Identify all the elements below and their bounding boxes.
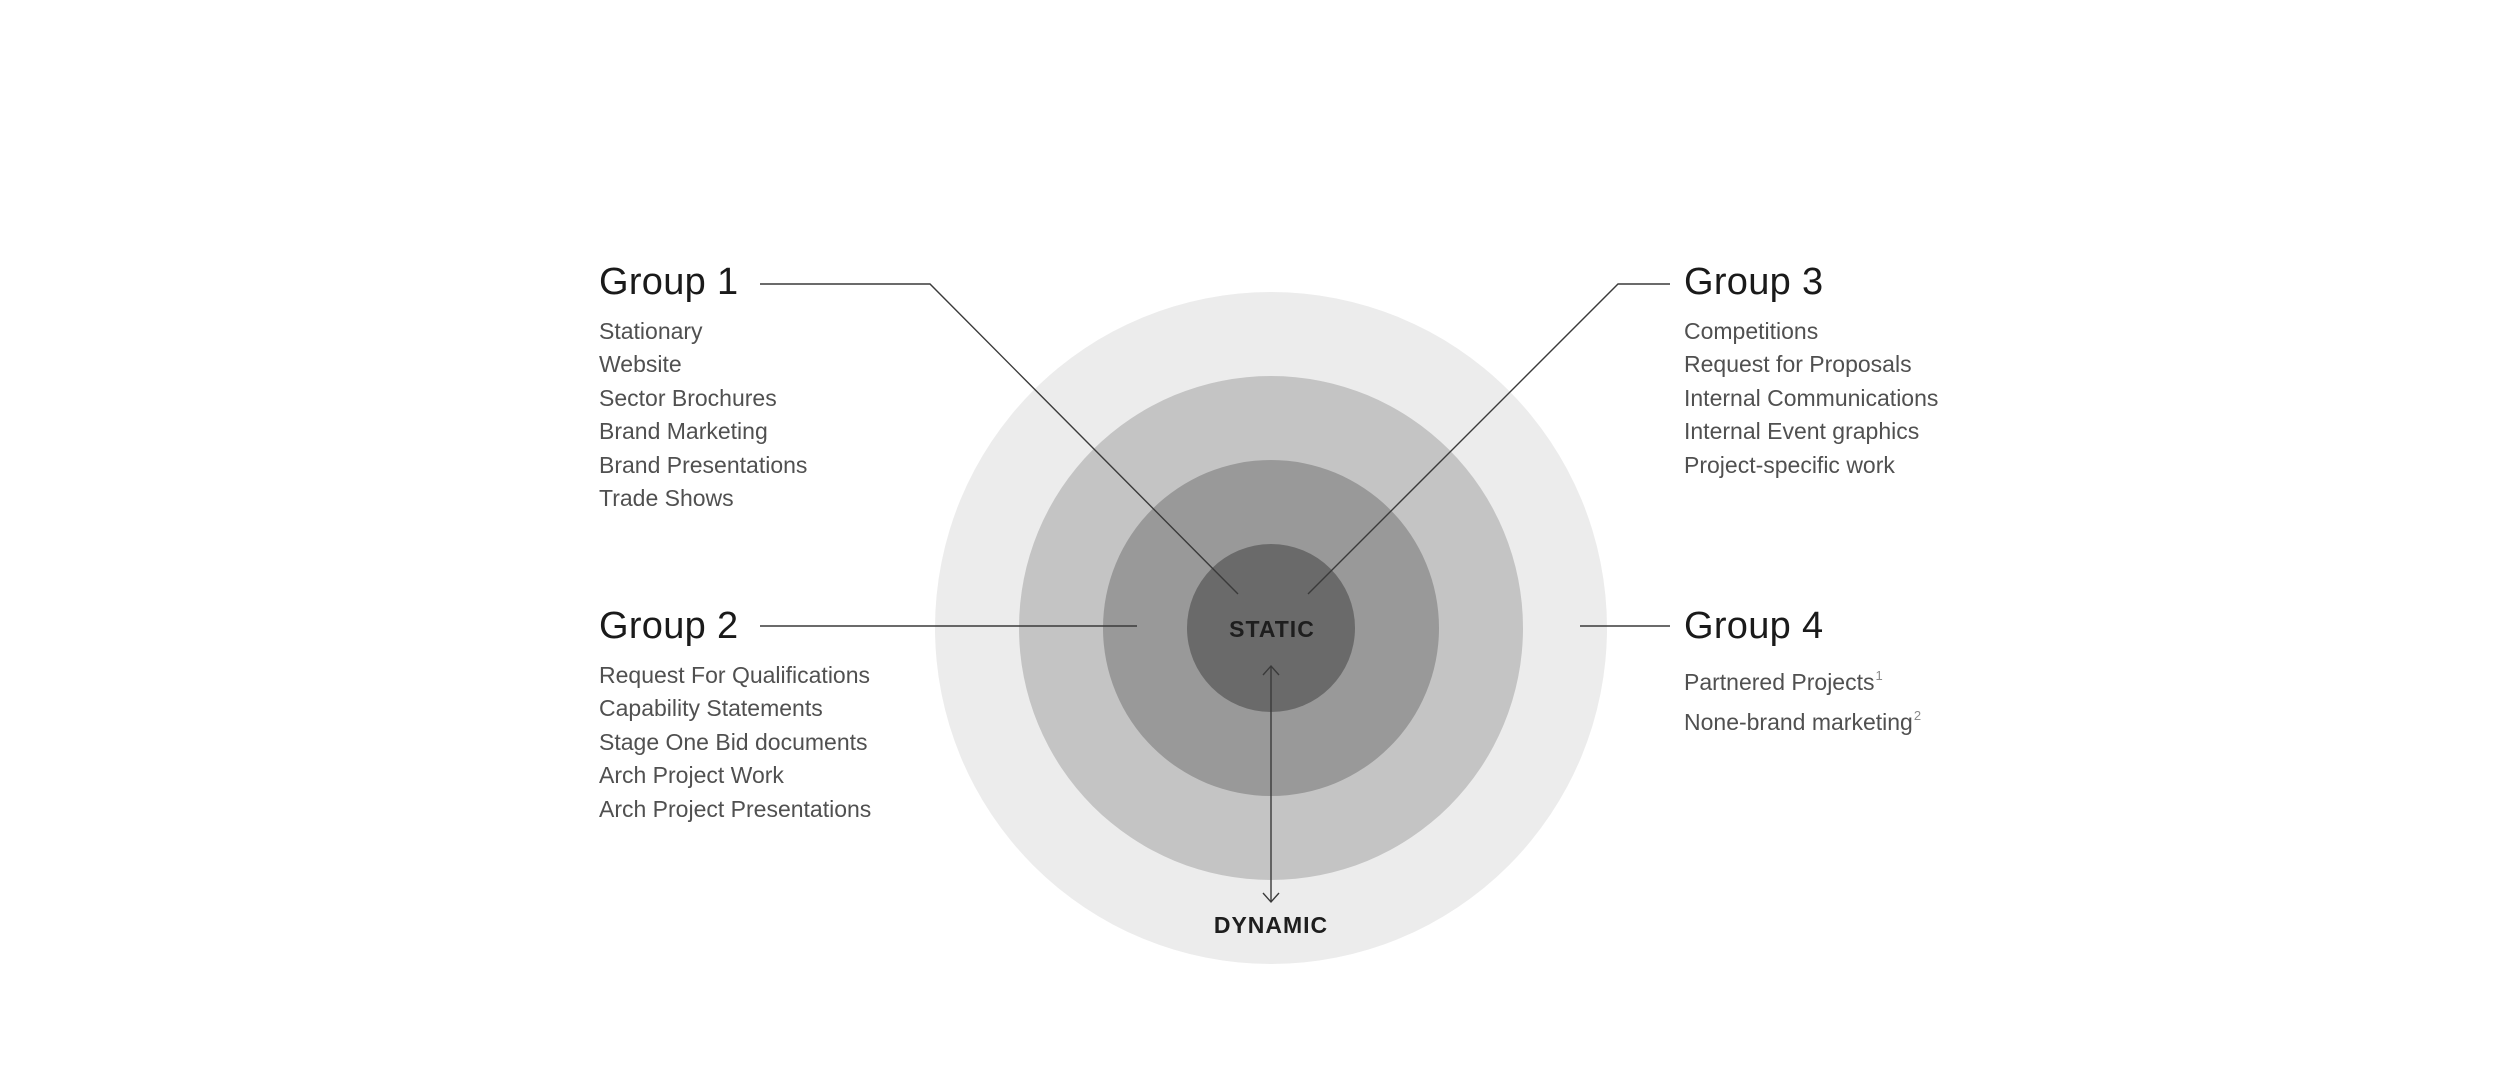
- ring-center-static: [1187, 544, 1355, 712]
- list-item: None-brand marketing2: [1684, 708, 1922, 736]
- group-2-list: Request For Qualifications Capability St…: [599, 659, 871, 826]
- list-item: Request for Proposals: [1684, 351, 1912, 378]
- connector-group-1: [760, 283, 1239, 595]
- group-2-block: Group 2 Request For Qualifications Capab…: [599, 603, 871, 826]
- static-dynamic-arrow: [1262, 664, 1280, 904]
- list-item: Arch Project Presentations: [599, 795, 872, 822]
- group-2-title: Group 2: [599, 605, 739, 647]
- group-4-title: Group 4: [1684, 605, 1824, 647]
- connector-lines: [760, 283, 1670, 627]
- list-item: Request For Qualifications: [599, 662, 871, 688]
- connector-group-3: [1307, 283, 1670, 595]
- group-1-block: Group 1 Stationary Website Sector Brochu…: [599, 259, 807, 515]
- list-item: Stationary: [599, 318, 703, 344]
- group-1-list: Stationary Website Sector Brochures Bran…: [599, 315, 807, 515]
- group-3-title: Group 3: [1684, 261, 1824, 303]
- list-item: Partnered Projects1: [1684, 668, 1883, 695]
- arrow-head-down: [1262, 892, 1280, 904]
- list-item: Arch Project Work: [599, 762, 784, 789]
- group-1-title: Group 1: [599, 261, 739, 303]
- list-item: Competitions: [1684, 318, 1819, 344]
- dynamic-label: DYNAMIC: [1214, 912, 1328, 938]
- group-4-list: Partnered Projects1 None-brand marketing…: [1684, 659, 1921, 740]
- list-item: Project-specific work: [1684, 451, 1895, 478]
- list-item: Sector Brochures: [599, 384, 777, 411]
- group-3-block: Group 3 Competitions Request for Proposa…: [1684, 259, 1938, 482]
- group-3-list: Competitions Request for Proposals Inter…: [1684, 315, 1938, 482]
- list-item: Website: [599, 351, 682, 378]
- static-label: STATIC: [1229, 616, 1315, 642]
- list-item: Internal Communications: [1684, 384, 1939, 411]
- list-item: Trade Shows: [599, 485, 734, 512]
- list-item: Brand Presentations: [599, 451, 808, 478]
- list-item: Capability Statements: [599, 695, 823, 722]
- group-4-block: Group 4 Partnered Projects1 None-brand m…: [1684, 603, 1921, 740]
- footnote-marker: 2: [1913, 708, 1922, 724]
- list-item: Brand Marketing: [599, 418, 768, 445]
- footnote-marker: 1: [1875, 668, 1883, 683]
- list-item: Internal Event graphics: [1684, 418, 1920, 445]
- list-item: Stage One Bid documents: [599, 728, 868, 755]
- arrow-head-up: [1262, 664, 1280, 676]
